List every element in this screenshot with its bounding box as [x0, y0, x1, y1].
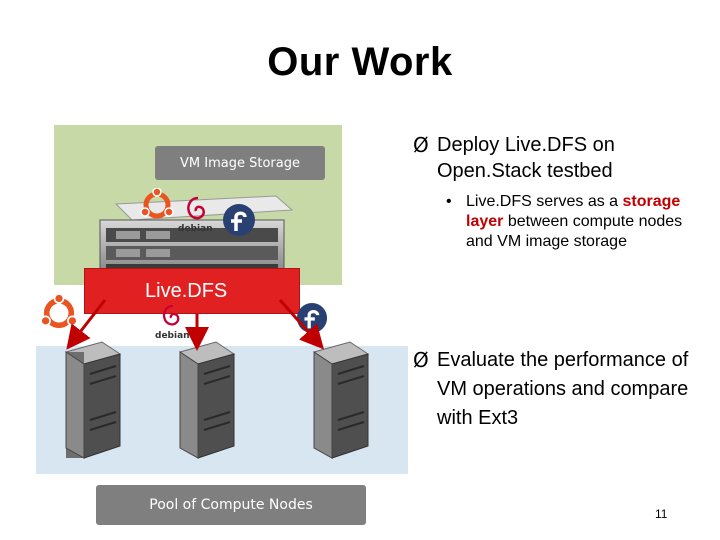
ubuntu-logo-icon — [140, 188, 174, 219]
arrow-bullet-icon: Ø — [413, 348, 429, 372]
sub-bullet-text: Live.DFS serves as a storage layer betwe… — [466, 192, 696, 252]
tower-server-icon — [178, 341, 236, 459]
debian-logo-icon — [162, 304, 180, 326]
storage-layer-highlight: storage layer — [466, 193, 681, 230]
tower-server-icon — [312, 341, 370, 459]
bullet-deploy: Ø Deploy Live.DFS on Open.Stack testbed — [413, 132, 713, 184]
debian-wordmark: debian — [178, 224, 213, 234]
arrow-bullet-icon: Ø — [413, 133, 429, 157]
sub-text-after: between compute nodes and VM image stora… — [466, 213, 683, 250]
sub-bullet-storage-layer: • Live.DFS serves as a storage layer bet… — [446, 192, 696, 252]
bullet-evaluate-text: Evaluate the performance of VM operation… — [437, 349, 689, 429]
bullet-evaluate: Ø Evaluate the performance of VM operati… — [413, 346, 713, 433]
sub-bullet-dot: • — [446, 193, 452, 210]
slide-title: Our Work — [267, 40, 453, 84]
tower-server-icon — [64, 341, 122, 459]
page-number: 11 — [655, 507, 668, 521]
livedfs-layer-box: Live.DFS — [84, 268, 300, 314]
arrow-to-node-3 — [278, 299, 324, 350]
pool-of-compute-nodes-label: Pool of Compute Nodes — [96, 485, 366, 525]
vm-image-storage-label: VM Image Storage — [155, 146, 325, 180]
fedora-logo-icon — [223, 204, 255, 236]
bullet-deploy-text: Deploy Live.DFS on Open.Stack testbed — [437, 134, 615, 182]
debian-wordmark: debian — [155, 331, 190, 341]
debian-logo-icon — [187, 196, 205, 220]
arrow-to-node-1 — [66, 299, 107, 350]
sub-text-before: Live.DFS serves as a — [466, 193, 623, 210]
